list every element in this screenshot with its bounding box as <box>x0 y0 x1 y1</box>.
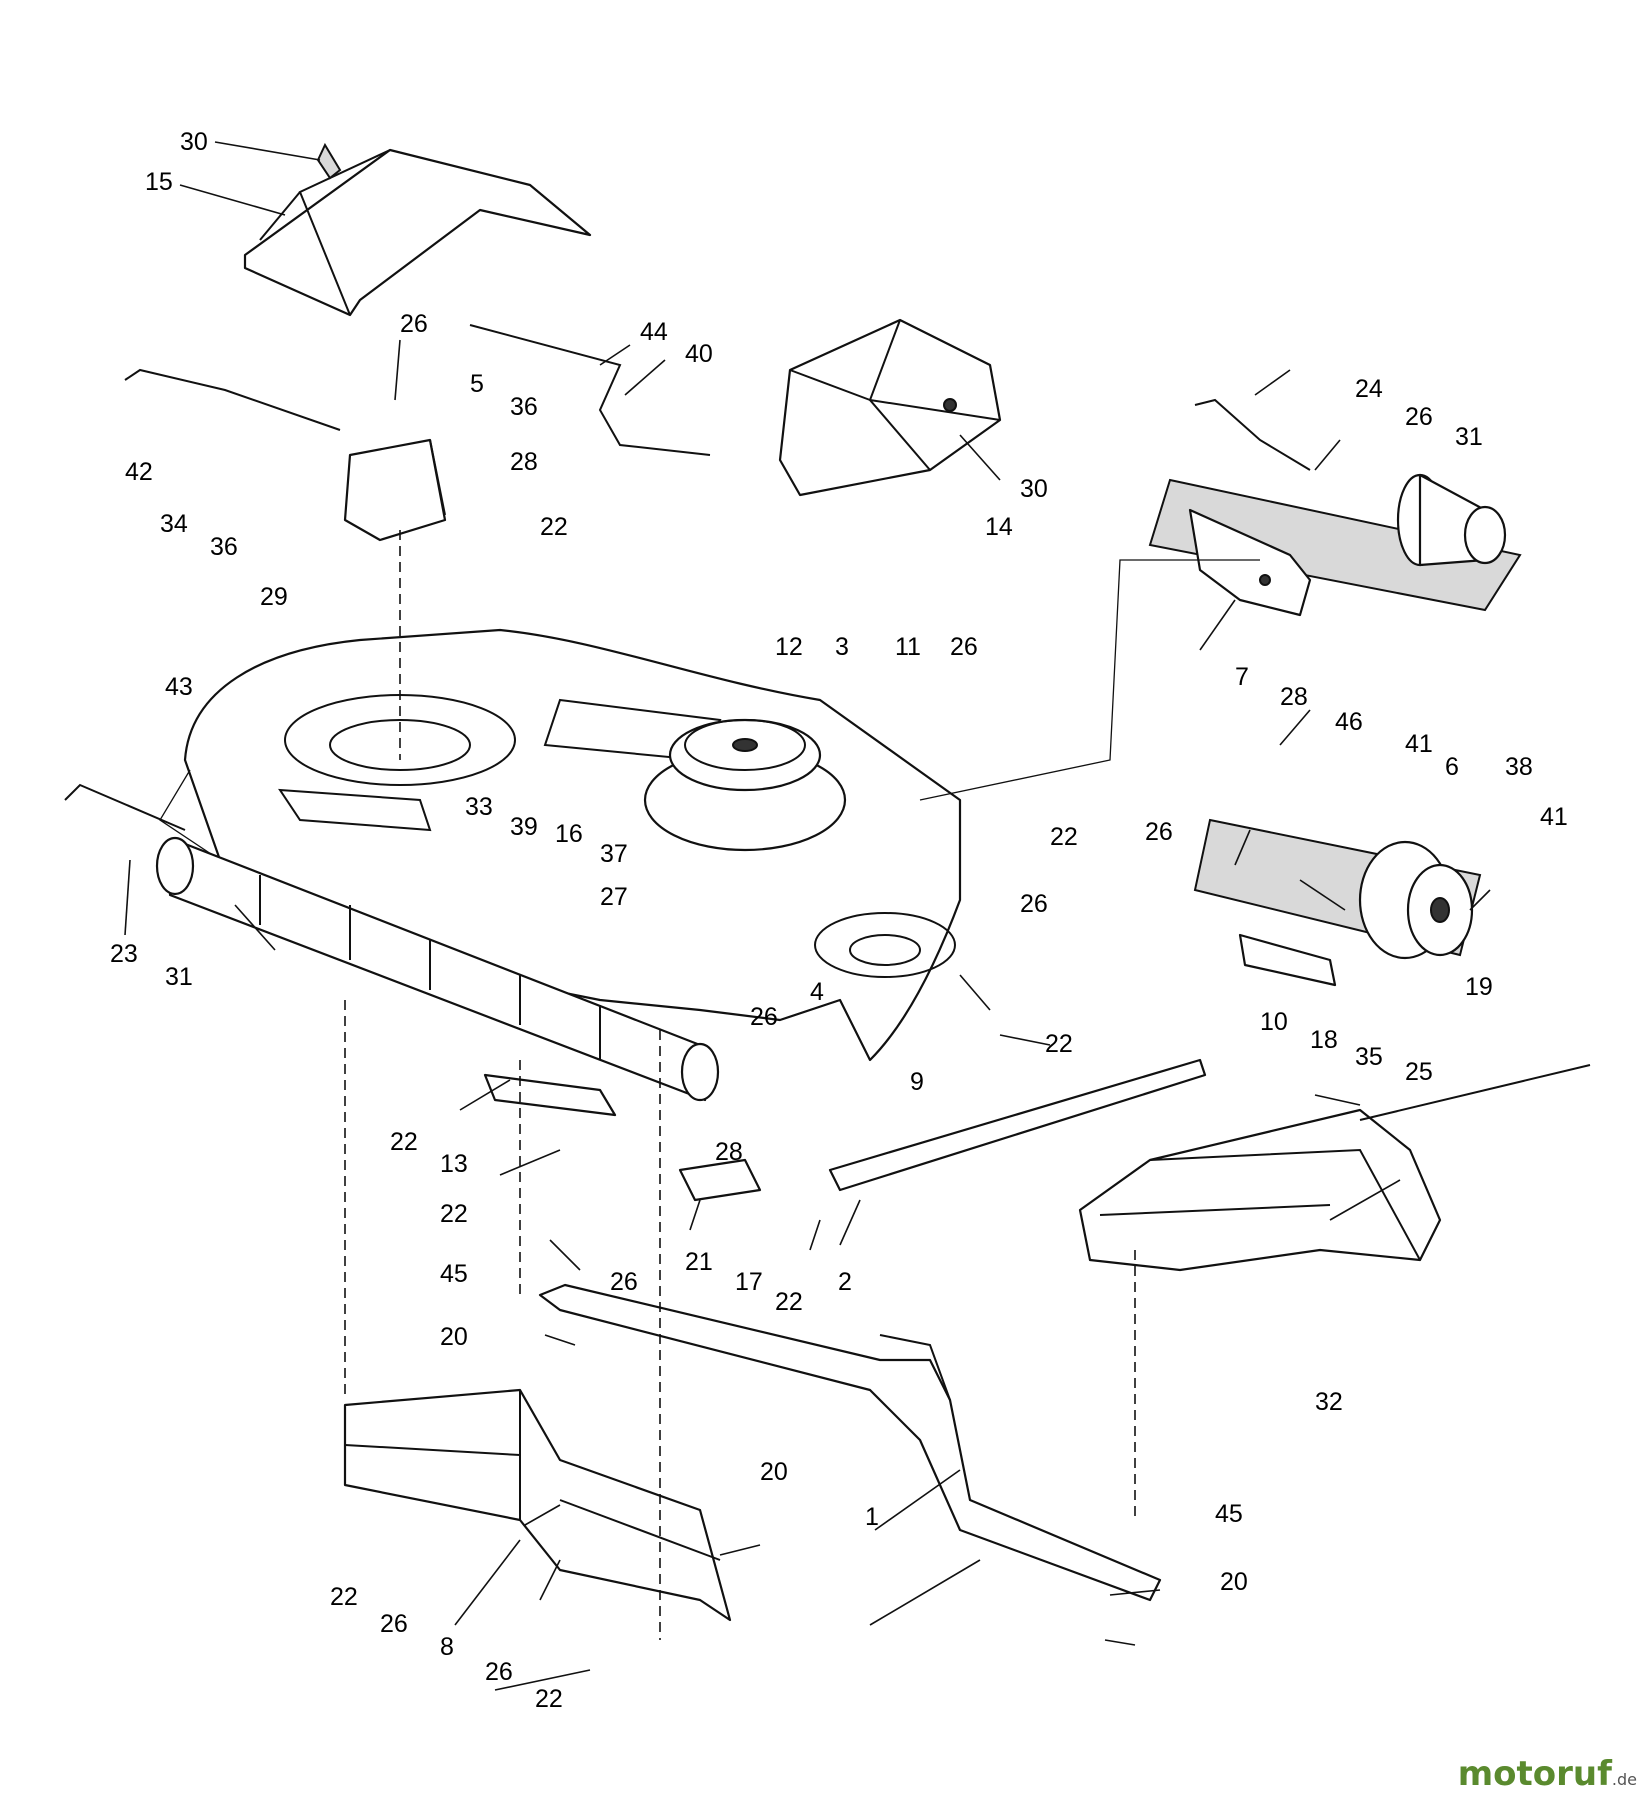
part-23-rod <box>64 783 186 831</box>
part-31-rear-roller <box>1148 473 1522 612</box>
part-24-rod <box>1194 398 1311 471</box>
label-31: 31 <box>1455 423 1483 451</box>
label-19: 19 <box>1465 973 1493 1001</box>
label-28: 28 <box>1280 683 1308 711</box>
label-28: 28 <box>510 448 538 476</box>
label-45: 45 <box>1215 1500 1243 1528</box>
label-27: 27 <box>600 883 628 911</box>
label-10: 10 <box>1260 1008 1288 1036</box>
part-7-bracket <box>1188 508 1312 617</box>
label-8: 8 <box>440 1633 454 1661</box>
label-23: 23 <box>110 940 138 968</box>
label-13: 13 <box>440 1150 468 1178</box>
label-26: 26 <box>1145 818 1173 846</box>
label-41: 41 <box>1540 803 1568 831</box>
label-22: 22 <box>1050 823 1078 851</box>
label-40: 40 <box>685 340 713 368</box>
label-22: 22 <box>775 1288 803 1316</box>
label-45: 45 <box>440 1260 468 1288</box>
label-26: 26 <box>1405 403 1433 431</box>
label-26: 26 <box>380 1610 408 1638</box>
part-8-belt-shield <box>343 1388 732 1622</box>
part-31-roller-bar <box>155 836 720 1102</box>
pulley-assembly <box>643 718 847 852</box>
label-38: 38 <box>1505 753 1533 781</box>
part-5-bracket <box>343 438 447 542</box>
label-36: 36 <box>210 533 238 561</box>
label-36: 36 <box>510 393 538 421</box>
label-20: 20 <box>440 1323 468 1351</box>
label-22: 22 <box>330 1583 358 1611</box>
label-12: 12 <box>775 633 803 661</box>
label-3: 3 <box>835 633 849 661</box>
label-33: 33 <box>465 793 493 821</box>
label-14: 14 <box>985 513 1013 541</box>
label-26: 26 <box>610 1268 638 1296</box>
label-7: 7 <box>1235 663 1249 691</box>
label-2: 2 <box>838 1268 852 1296</box>
label-22: 22 <box>535 1685 563 1713</box>
label-26: 26 <box>1020 890 1048 918</box>
part-13-plate <box>483 1073 617 1117</box>
part-32-discharge-chute <box>1078 1064 1591 1272</box>
label-25: 25 <box>1405 1058 1433 1086</box>
part-10-arm <box>1238 933 1337 987</box>
watermark-main: motoruf <box>1457 1754 1612 1794</box>
part-2-support-bar <box>828 1058 1207 1192</box>
label-20: 20 <box>1220 1568 1248 1596</box>
label-30: 30 <box>180 128 208 156</box>
label-22: 22 <box>440 1200 468 1228</box>
label-1: 1 <box>865 1503 879 1531</box>
label-26: 26 <box>950 633 978 661</box>
callout-labels: 30 15 26 44 40 5 36 28 42 34 36 29 22 30… <box>110 128 1568 1713</box>
watermark-logo: motoruf.de <box>1458 1754 1637 1794</box>
label-17: 17 <box>735 1268 763 1296</box>
label-4: 4 <box>810 978 824 1006</box>
label-30: 30 <box>1020 475 1048 503</box>
part-1-lift-arm <box>538 1283 1162 1602</box>
label-22: 22 <box>390 1128 418 1156</box>
label-32: 32 <box>1315 1388 1343 1416</box>
label-11: 11 <box>895 633 921 661</box>
label-18: 18 <box>1310 1026 1338 1054</box>
label-44: 44 <box>640 318 668 346</box>
label-39: 39 <box>510 813 538 841</box>
label-46: 46 <box>1335 708 1363 736</box>
label-22: 22 <box>540 513 568 541</box>
part-15-deflector-shield <box>243 142 592 317</box>
label-26: 26 <box>750 1003 778 1031</box>
label-21: 21 <box>685 1248 713 1276</box>
label-29: 29 <box>260 583 288 611</box>
label-41: 41 <box>1405 730 1433 758</box>
label-28: 28 <box>715 1138 743 1166</box>
label-16: 16 <box>555 820 583 848</box>
label-35: 35 <box>1355 1043 1383 1071</box>
label-31: 31 <box>165 963 193 991</box>
label-22: 22 <box>1045 1030 1073 1058</box>
label-9: 9 <box>910 1068 924 1096</box>
leader-lines <box>124 141 1491 1691</box>
label-26: 26 <box>485 1658 513 1686</box>
watermark-suffix: .de <box>1611 1770 1637 1789</box>
label-5: 5 <box>470 370 484 398</box>
label-43: 43 <box>165 673 193 701</box>
label-24: 24 <box>1355 375 1383 403</box>
part-14-chute-cover <box>778 318 1002 497</box>
label-6: 6 <box>1445 753 1459 781</box>
part-44-rod <box>469 324 711 456</box>
label-26: 26 <box>400 310 428 338</box>
label-37: 37 <box>600 840 628 868</box>
part-17-plate <box>678 1158 762 1202</box>
alignment-lines <box>344 530 1260 1640</box>
part-42-rod <box>124 368 341 431</box>
label-42: 42 <box>125 458 153 486</box>
label-34: 34 <box>160 510 188 538</box>
part-6-gauge-wheel <box>1193 818 1482 960</box>
label-20: 20 <box>760 1458 788 1486</box>
label-15: 15 <box>145 168 173 196</box>
